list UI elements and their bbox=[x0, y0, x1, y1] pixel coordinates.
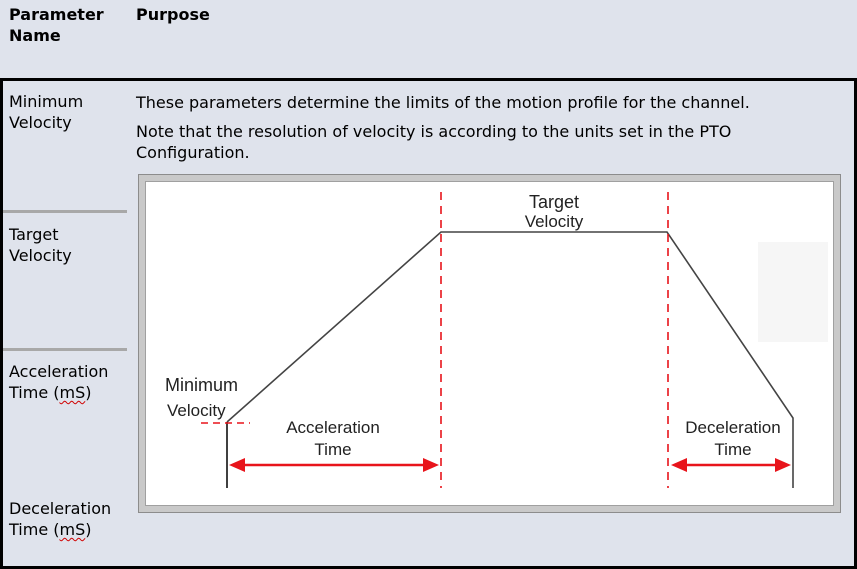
param-acceleration-time: Acceleration Time (mS) bbox=[9, 361, 127, 403]
label-minimum-velocity-1: Minimum bbox=[165, 375, 238, 395]
label-target-velocity-2: Velocity bbox=[525, 212, 584, 231]
decel-arrow-left-head bbox=[671, 458, 687, 472]
param-line: Velocity bbox=[9, 246, 72, 265]
param-line: Minimum bbox=[9, 92, 84, 111]
param-deceleration-time: Deceleration Time (mS) bbox=[9, 498, 127, 540]
decel-arrow-right-head bbox=[775, 458, 791, 472]
header-parameter-name: Parameter Name bbox=[9, 5, 104, 45]
motion-profile-figure: Target Velocity Minimum Velocity Acceler… bbox=[138, 174, 841, 513]
purpose-paragraph-2: Note that the resolution of velocity is … bbox=[136, 122, 732, 162]
param-line: Target bbox=[9, 225, 59, 244]
table-row: Minimum Velocity Target Velocity Acceler… bbox=[0, 78, 857, 569]
param-line: Deceleration bbox=[9, 499, 112, 518]
param-line: Acceleration bbox=[9, 362, 109, 381]
param-separator bbox=[3, 348, 127, 351]
table-header: Parameter Name Purpose bbox=[0, 0, 857, 78]
param-line: Time (mS) bbox=[9, 520, 92, 539]
label-acceleration-2: Time bbox=[314, 440, 351, 459]
label-acceleration-1: Acceleration bbox=[286, 418, 380, 437]
accel-arrow-right-head bbox=[423, 458, 439, 472]
label-deceleration-1: Deceleration bbox=[685, 418, 780, 437]
header-purpose: Purpose bbox=[136, 5, 210, 24]
motion-profile-diagram: Target Velocity Minimum Velocity Acceler… bbox=[165, 192, 828, 488]
label-minimum-velocity-2: Velocity bbox=[167, 401, 226, 420]
param-minimum-velocity: Minimum Velocity bbox=[9, 91, 127, 133]
param-line: Time (mS) bbox=[9, 383, 92, 402]
figure-canvas: Target Velocity Minimum Velocity Acceler… bbox=[145, 181, 834, 506]
purpose-paragraph-1: These parameters determine the limits of… bbox=[136, 93, 750, 112]
accel-arrow-left-head bbox=[229, 458, 245, 472]
velocity-profile-line bbox=[226, 231, 794, 488]
label-target-velocity-1: Target bbox=[529, 192, 579, 212]
param-line: Velocity bbox=[9, 113, 72, 132]
param-separator bbox=[3, 210, 127, 213]
label-deceleration-2: Time bbox=[714, 440, 751, 459]
param-target-velocity: Target Velocity bbox=[9, 224, 127, 266]
faint-box bbox=[758, 242, 828, 342]
